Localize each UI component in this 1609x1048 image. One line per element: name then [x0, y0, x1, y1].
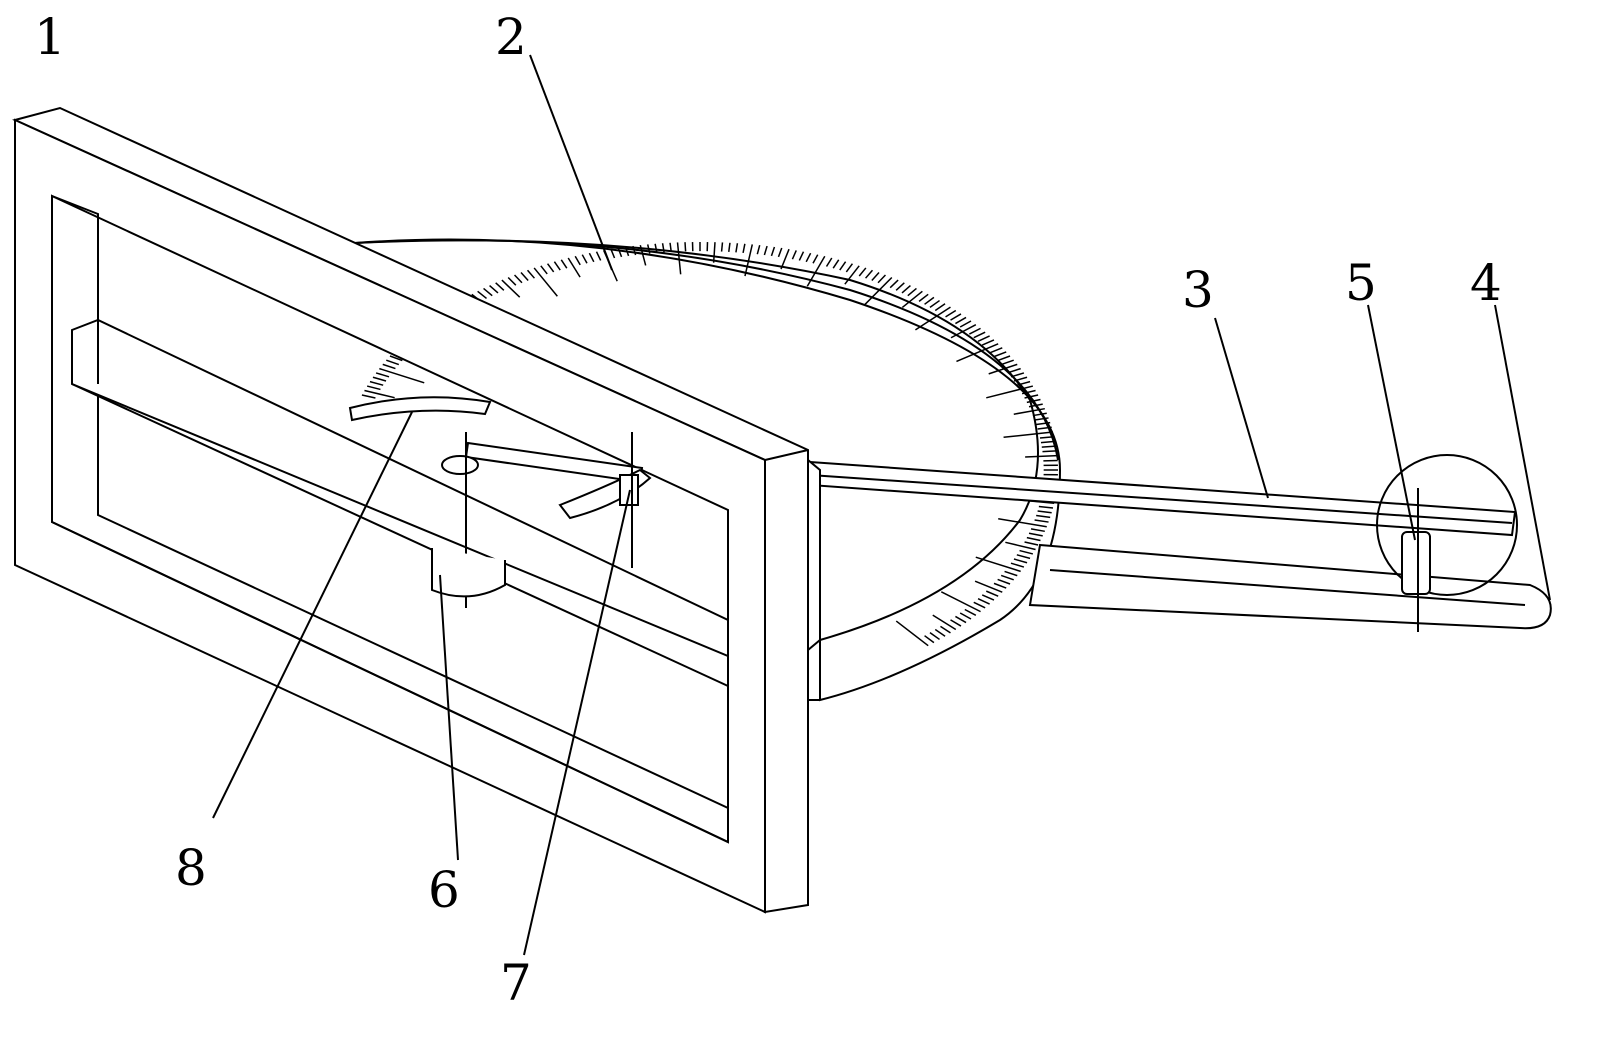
- dial-tick: [362, 395, 376, 398]
- dial-tick: [597, 252, 601, 261]
- dial-tick: [548, 264, 554, 272]
- dial-tick: [743, 244, 745, 253]
- dial-tick: [872, 273, 879, 281]
- dial-tick: [878, 275, 885, 283]
- dial-tick: [685, 242, 686, 251]
- dial-tick: [515, 275, 522, 283]
- dial-tick: [951, 314, 961, 320]
- dial-tick: [969, 328, 980, 334]
- dial-tick: [833, 260, 839, 268]
- dial-tick: [827, 258, 832, 266]
- dial-tick: [383, 364, 396, 368]
- dial-tick: [955, 317, 966, 323]
- dial-tick: [771, 247, 774, 256]
- pointer-arm: [810, 462, 1515, 535]
- dial-tick: [575, 256, 580, 265]
- dial-tick: [582, 255, 587, 264]
- dial-tick: [736, 243, 737, 252]
- dial-tick: [541, 266, 547, 274]
- dial-tick: [528, 270, 535, 278]
- label-8: 8: [175, 843, 207, 893]
- dial-tick: [484, 288, 493, 295]
- label-4: 4: [1470, 258, 1502, 308]
- label-6: 6: [428, 865, 460, 915]
- dial-tick: [990, 348, 1002, 353]
- dial-tick: [994, 352, 1006, 357]
- frame: [15, 108, 820, 912]
- dial-tick: [919, 294, 928, 301]
- dial-tick: [960, 321, 971, 327]
- dial-tick: [890, 280, 898, 288]
- dial-tick: [896, 283, 904, 290]
- label-1: 1: [34, 12, 66, 62]
- dial-tick: [859, 268, 866, 276]
- dial-tick: [1042, 446, 1056, 447]
- dial-tick: [799, 252, 803, 261]
- dial-tick: [974, 332, 985, 338]
- dial-tick: [729, 243, 730, 252]
- dial-tick: [554, 262, 560, 270]
- dial-tick: [376, 373, 389, 377]
- dial-tick: [840, 262, 846, 270]
- dial-tick: [792, 250, 796, 259]
- dial-tick: [370, 382, 383, 386]
- dial-tick: [781, 249, 789, 269]
- dial-tick: [502, 280, 520, 297]
- dial-tick: [764, 246, 767, 255]
- dial-tick: [978, 336, 990, 341]
- dial-tick: [757, 245, 759, 254]
- dial-tick: [946, 310, 956, 316]
- dial-tick: [1008, 369, 1021, 373]
- dial-tick: [930, 301, 940, 308]
- dial-tick: [935, 304, 945, 311]
- dial-tick: [490, 286, 498, 293]
- dial-tick: [902, 286, 910, 293]
- dial-tick: [367, 386, 380, 389]
- dial-tick: [982, 340, 994, 345]
- dial-tick: [478, 291, 487, 298]
- dial-tick: [521, 273, 528, 281]
- dial-tick: [806, 253, 810, 262]
- dial-tick: [373, 377, 386, 381]
- dial-tick: [496, 283, 504, 290]
- measuring-bar-lower: [1030, 545, 1551, 628]
- label-2: 2: [495, 12, 527, 62]
- dial-tick: [778, 248, 781, 257]
- dial-tick: [846, 264, 852, 272]
- dial-tick: [386, 360, 399, 364]
- dial-tick: [925, 297, 934, 304]
- dial-tick: [1001, 360, 1014, 364]
- dial-tick: [908, 288, 917, 295]
- dial-tick: [866, 270, 873, 278]
- label-5: 5: [1345, 258, 1377, 308]
- dial-tick: [589, 253, 593, 262]
- label-3: 3: [1182, 265, 1214, 315]
- dial-tick: [813, 255, 818, 264]
- label-7: 7: [500, 958, 532, 1008]
- dial-tick: [1011, 373, 1024, 377]
- dial-tick: [998, 356, 1010, 361]
- dial-tick: [1042, 451, 1056, 452]
- dial-tick: [722, 242, 723, 251]
- dial-tick: [508, 277, 516, 285]
- dial-tick: [561, 260, 567, 268]
